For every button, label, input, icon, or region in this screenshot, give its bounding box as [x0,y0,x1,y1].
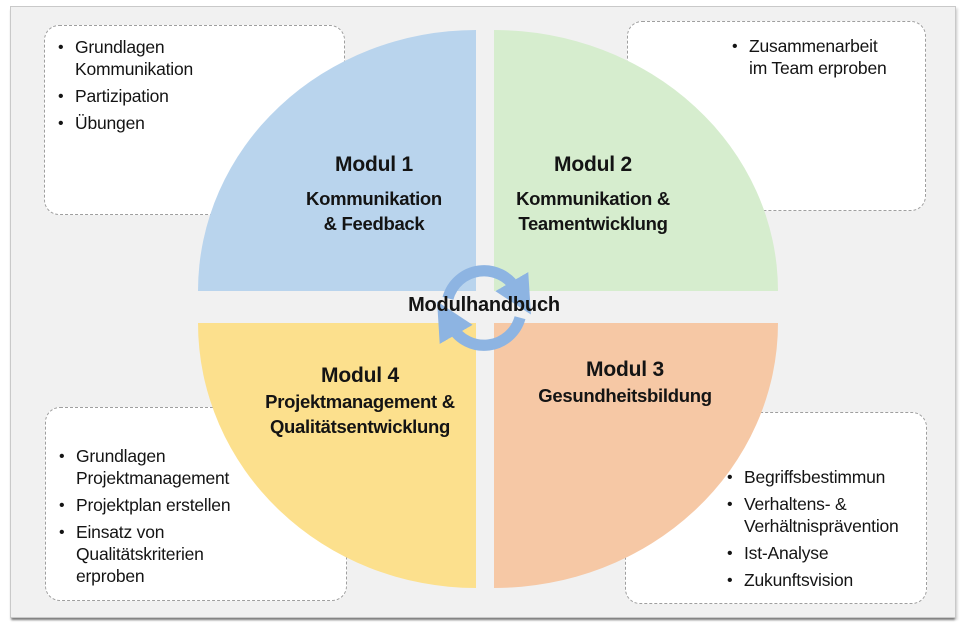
modul1-label: Modul 1 Kommunikation & Feedback [244,151,504,237]
bullet-icon: • [727,469,733,486]
list-item-text: Übungen [75,112,145,133]
modul2-title: Modul 2 [554,153,632,176]
bullet-icon: • [727,544,733,562]
modul2-subtitle: Kommunikation & Teamentwicklung [516,188,670,235]
list-item-text: Grundlagen Projektmanagement [76,446,230,488]
list-item: • Grundlagen Projektmanagement [59,446,336,490]
list-item-text: Begriffsbestimmun [744,467,886,487]
modul4-topic-list: • Grundlagen Projektmanagement • Projektpla… [59,446,336,587]
list-item: • Einsatz von Qualitätskriterien erproben [59,522,336,588]
list-item-text: Verhaltens- & Verhältnisprävention [744,494,899,536]
modul1-topic-list: •Grundlagen Kommunikation•Partizipation•… [58,37,334,135]
list-item-text: Grundlagen Kommunikation [75,37,194,79]
list-item: • Projektplan erstellen [59,495,336,517]
list-item-text: Partizipation [75,85,169,106]
list-item-text: Zukunftsvision [744,569,854,590]
list-item: • Partizipation [58,86,334,108]
modul3-topic-list: • Begriffsbestimmun • Verhaltens- & Verhält… [727,467,918,592]
note-box-modul1: •Grundlagen Kommunikation•Partizipation•… [44,25,345,215]
list-item: • Verhaltens- & Verhältnisprävention [727,494,918,538]
bullet-icon: • [59,448,65,465]
bullet-icon: • [58,39,64,56]
list-item: • Zukunftsvision [727,570,918,592]
list-item-text: Einsatz von Qualitätskriterien erproben [76,521,204,586]
modul1-title: Modul 1 [335,153,413,176]
modul3-label: Modul 3 Gesundheitsbildung [495,356,755,409]
list-item: • Grundlagen Kommunikation [58,37,334,81]
diagram-center-title: Modulhandbuch [408,294,560,316]
list-item-text: Ist-Analyse [744,542,829,563]
bullet-icon: • [58,114,64,132]
cycle-arrows-icon [437,265,531,351]
modul2-label: Modul 2 Kommunikation & Teamentwicklung [463,151,723,237]
bullet-icon: • [59,523,65,541]
modul1-subtitle: Kommunikation & Feedback [306,188,442,235]
bullet-icon: • [58,87,64,105]
bullet-icon: • [59,496,65,514]
list-item: • Ist-Analyse [727,543,918,565]
bullet-icon: • [727,571,733,589]
list-item: • Begriffsbestimmun [727,467,918,489]
modul4-title: Modul 4 [321,364,399,387]
bullet-icon: • [727,496,733,513]
modul4-subtitle: Projektmanagement & Qualitätsentwicklung [265,391,455,438]
list-item-text: Zusammenarbeit im Team erproben [749,36,887,78]
modul3-title: Modul 3 [586,358,664,381]
modul4-label: Modul 4 Projektmanagement & Qualitätsent… [230,362,490,440]
list-item: • Zusammenarbeit im Team erproben [732,36,915,80]
modul2-topic-list: • Zusammenarbeit im Team erproben [732,36,915,80]
modul3-subtitle: Gesundheitsbildung [538,385,712,407]
bullet-icon: • [732,38,738,55]
list-item: • Übungen [58,113,334,135]
list-item-text: Projektplan erstellen [76,494,231,515]
